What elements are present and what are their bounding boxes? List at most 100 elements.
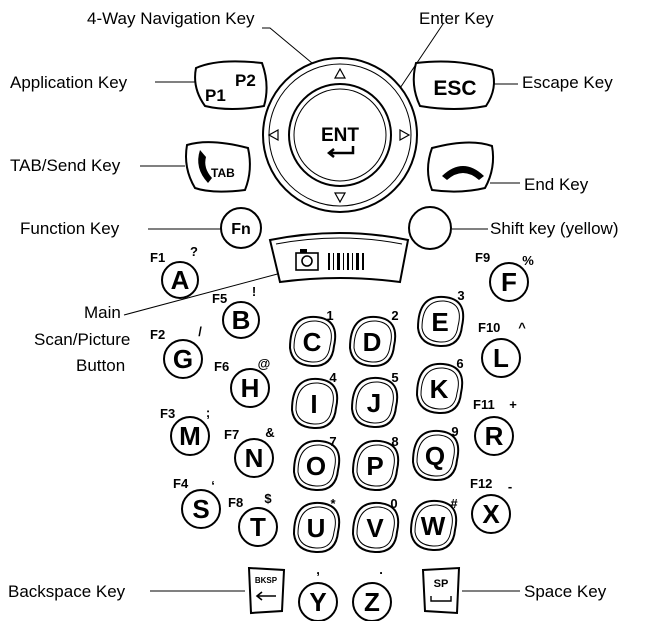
key-j[interactable]: J5 (350, 370, 399, 429)
key-p[interactable]: P8 (351, 434, 400, 492)
key-c[interactable]: C1 (288, 308, 337, 368)
key-u[interactable]: U* (292, 496, 341, 554)
main-scan-callout-line1: Main (84, 303, 121, 322)
key-o-symbol-label: 7 (329, 434, 336, 449)
key-c-symbol-label: 1 (326, 308, 333, 323)
key-j-letter: J (367, 388, 381, 418)
key-h-symbol-label: @ (258, 356, 271, 371)
escape-key[interactable]: ESC (412, 60, 495, 110)
key-u-symbol-label: * (330, 496, 336, 511)
key-m-function-label: F3 (160, 406, 175, 421)
key-d-symbol-label: 2 (391, 308, 398, 323)
shift-key-callout: Shift key (yellow) (490, 219, 618, 238)
key-q[interactable]: Q9 (411, 424, 460, 482)
key-i[interactable]: I4 (290, 370, 339, 430)
key-x-symbol-label: - (508, 479, 512, 494)
key-d-letter: D (363, 327, 382, 357)
key-a-function-label: F1 (150, 250, 165, 265)
nav-up-icon[interactable] (333, 67, 347, 79)
barcode-icon (328, 253, 364, 270)
key-a-letter: A (171, 265, 190, 295)
key-y[interactable]: Y, (298, 562, 338, 621)
key-b-letter: B (232, 305, 251, 335)
four-way-nav-callout: 4-Way Navigation Key (87, 9, 255, 28)
key-k[interactable]: K6 (415, 356, 464, 415)
key-t[interactable]: TF8$ (228, 491, 278, 547)
key-t-symbol-label: $ (264, 491, 272, 506)
key-z-letter: Z (364, 587, 380, 617)
key-g[interactable]: GF2/ (150, 324, 203, 379)
end-key-callout: End Key (524, 175, 589, 194)
phone-handset-icon (198, 150, 212, 183)
key-z[interactable]: Z. (352, 562, 392, 621)
key-g-symbol-label: / (198, 324, 202, 339)
application-key[interactable]: P1 P2 (194, 60, 268, 110)
key-h[interactable]: H F6 @ (214, 356, 271, 408)
key-s[interactable]: SF4‘ (173, 476, 221, 529)
main-scan-picture-button[interactable] (268, 232, 410, 284)
nav-down-icon[interactable] (333, 192, 347, 204)
key-b-symbol-label: ! (252, 284, 256, 299)
key-j-symbol-label: 5 (391, 370, 398, 385)
key-e[interactable]: E3 (416, 288, 465, 348)
key-m-symbol-label: ; (206, 405, 210, 420)
space-key-callout: Space Key (524, 582, 607, 601)
key-d[interactable]: D2 (348, 308, 399, 368)
enter-key[interactable]: ENT (288, 83, 392, 187)
key-o[interactable]: O7 (292, 434, 341, 492)
key-q-symbol-label: 9 (451, 424, 458, 439)
fn-label: Fn (231, 221, 251, 238)
key-s-function-label: F4 (173, 476, 189, 491)
key-r-symbol-label: + (509, 397, 517, 412)
p1-label: P1 (205, 86, 226, 105)
key-f-symbol-label: % (522, 253, 534, 268)
key-v-letter: V (366, 513, 384, 543)
key-v[interactable]: V0 (351, 496, 400, 554)
key-s-symbol-label: ‘ (211, 478, 215, 493)
key-n[interactable]: NF7& (224, 425, 275, 478)
key-a[interactable]: AF1? (150, 244, 199, 299)
key-w[interactable]: W# (409, 496, 458, 552)
key-y-symbol-label: , (316, 562, 320, 577)
bksp-label: BKSP (255, 576, 278, 585)
key-h-function-label: F6 (214, 359, 229, 374)
nav-left-icon[interactable] (267, 128, 279, 142)
backspace-key[interactable]: BKSP (247, 566, 286, 615)
function-key[interactable]: Fn (220, 207, 262, 249)
shift-key[interactable] (408, 206, 452, 250)
enter-key-label: ENT (321, 125, 359, 146)
application-key-callout: Application Key (10, 73, 128, 92)
key-y-letter: Y (309, 587, 326, 617)
key-b[interactable]: B F5! (212, 284, 260, 339)
key-q-letter: Q (425, 441, 445, 471)
key-i-letter: I (310, 389, 317, 419)
sp-label: SP (434, 578, 449, 590)
key-h-letter: H (241, 373, 260, 403)
end-key[interactable] (427, 141, 495, 193)
key-g-function-label: F2 (150, 327, 165, 342)
tab-send-key-callout: TAB/Send Key (10, 156, 121, 175)
enter-key-callout: Enter Key (419, 9, 494, 28)
backspace-arrow-icon (255, 591, 276, 601)
space-key[interactable]: SP (421, 566, 461, 615)
key-w-letter: W (421, 511, 446, 541)
key-k-symbol-label: 6 (456, 356, 463, 371)
key-l-letter: L (493, 343, 509, 373)
camera-icon (295, 249, 319, 271)
key-u-letter: U (307, 513, 326, 543)
key-w-symbol-label: # (450, 496, 458, 511)
nav-right-icon[interactable] (399, 128, 411, 142)
key-f[interactable]: FF9% (475, 250, 534, 302)
space-bar-icon (430, 596, 452, 602)
key-p-symbol-label: 8 (391, 434, 398, 449)
main-scan-callout-line2: Scan/Picture (34, 330, 130, 349)
key-b-function-label: F5 (212, 291, 227, 306)
key-m[interactable]: MF3; (160, 405, 210, 456)
key-n-symbol-label: & (265, 425, 274, 440)
tab-send-key[interactable]: TAB (185, 141, 251, 193)
